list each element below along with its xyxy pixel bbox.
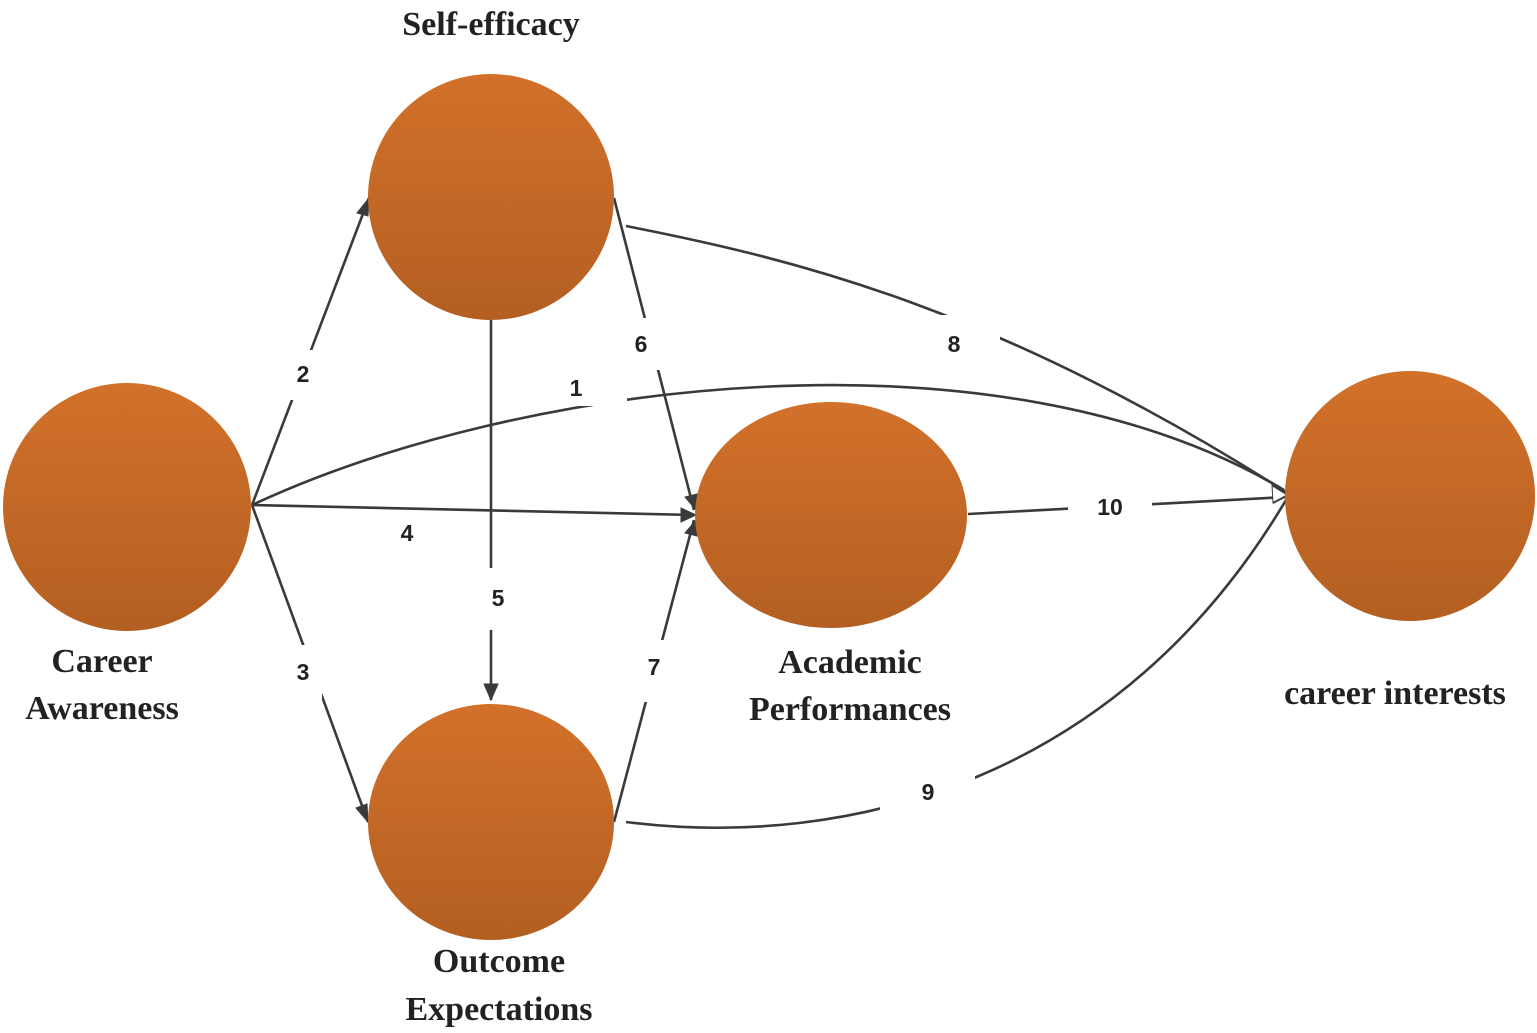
edge-1-line xyxy=(251,383,1285,507)
label-outcome-expectations-line1: Outcome xyxy=(433,943,565,980)
edge-7-arrowhead xyxy=(684,518,698,537)
label-self-efficacy: Self-efficacy xyxy=(402,6,579,43)
label-career-awareness-line2: Awareness xyxy=(25,690,179,727)
label-outcome-expectations-line2: Expectations xyxy=(406,991,593,1028)
node-outcome-expectations xyxy=(368,704,614,940)
label-career-interests: career interests xyxy=(1284,675,1506,712)
label-academic-performances-line2: Performances xyxy=(749,691,951,728)
edge-label-5: 5 xyxy=(492,585,505,611)
edge-label-4: 4 xyxy=(401,520,414,546)
label-career-awareness-line1: Career xyxy=(51,643,152,680)
node-self-efficacy xyxy=(368,74,614,320)
edge-label-6: 6 xyxy=(635,331,648,357)
edge-6-arrowhead xyxy=(684,493,698,512)
arrowheads xyxy=(355,196,1290,824)
nodes xyxy=(3,74,1535,940)
edge-label-2: 2 xyxy=(297,361,310,387)
edge-label-3: 3 xyxy=(297,659,310,685)
edge-label-7: 7 xyxy=(648,654,661,680)
node-career-interests xyxy=(1285,371,1535,621)
edge-label-8: 8 xyxy=(948,331,961,357)
edge-4-arrowhead xyxy=(680,507,698,523)
label-academic-performances-line1: Academic xyxy=(778,644,922,681)
node-career-awareness xyxy=(3,383,251,631)
edge-2-arrowhead xyxy=(356,196,370,217)
edge-4-line xyxy=(251,503,695,517)
edge-8-line xyxy=(625,224,1287,494)
edge-9-line xyxy=(625,499,1288,829)
edge-5-arrowhead xyxy=(483,683,499,702)
node-labels: Self-efficacy Career Awareness Academic … xyxy=(25,6,1506,1028)
node-academic-performances xyxy=(695,402,967,628)
edge-label-10: 10 xyxy=(1097,494,1123,520)
edge-labels: 1 2 3 4 5 6 7 8 9 10 xyxy=(282,315,1152,817)
edge-3-arrowhead xyxy=(355,803,369,824)
edge-label-1: 1 xyxy=(570,375,583,401)
edge-label-9: 9 xyxy=(922,779,935,805)
